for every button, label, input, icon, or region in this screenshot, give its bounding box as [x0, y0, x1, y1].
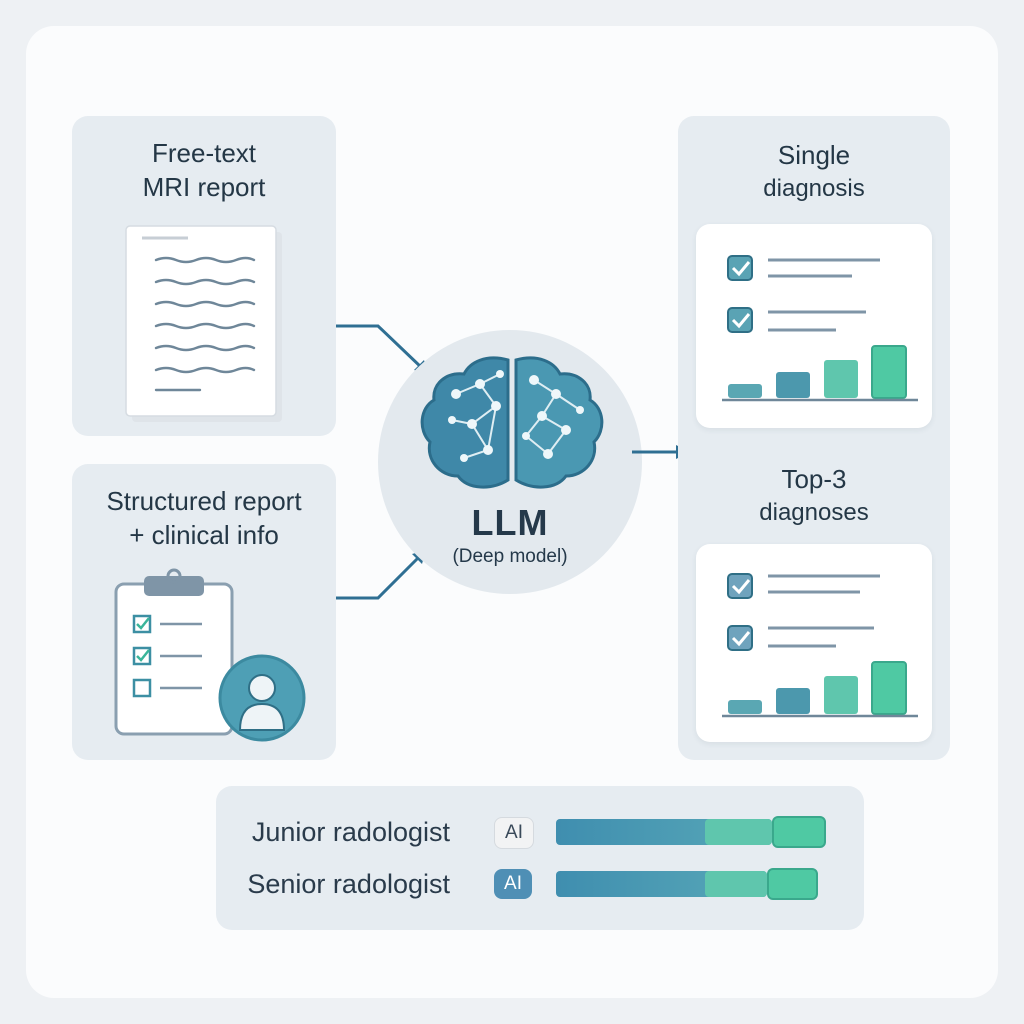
bar-chart-icon — [722, 345, 918, 402]
structured-report-title: Structured report + clinical info — [72, 484, 336, 552]
brain-network-icon — [420, 356, 604, 489]
top3-title-line1: Top-3 — [781, 464, 847, 494]
senior-comparison-bar — [556, 868, 826, 900]
checkbox-icon — [727, 255, 753, 281]
top3-diagnoses-title: Top-3 diagnoses — [678, 462, 950, 530]
top3-diagnoses-card — [696, 544, 932, 742]
top3-diagnoses-checklist — [727, 573, 880, 651]
structured-report-panel: Structured report + clinical info — [72, 464, 336, 760]
comparison-row-senior: Senior radologist AI — [216, 864, 864, 904]
free-text-report-panel: Free-text MRI report — [72, 116, 336, 436]
clipboard-icon — [114, 568, 234, 736]
llm-title: LLM — [471, 502, 549, 543]
checkbox-icon — [727, 625, 753, 651]
llm-subtitle: (Deep model) — [452, 546, 568, 567]
checklist — [132, 614, 202, 698]
bar-segment-mid — [704, 871, 767, 897]
structured-title-line1: Structured report — [106, 486, 302, 516]
free-text-title-line2: MRI report — [142, 172, 266, 202]
junior-comparison-bar — [556, 816, 826, 848]
comparison-row-junior: Junior radologist AI — [216, 812, 864, 852]
single-diagnosis-card — [696, 224, 932, 428]
senior-radiologist-label: Senior radologist — [247, 869, 450, 899]
checkbox-icon — [727, 573, 753, 599]
top3-title-line2: diagnoses — [759, 499, 869, 526]
bar-chart-icon — [722, 661, 918, 718]
bar-segment-end — [772, 816, 826, 848]
user-avatar-icon — [218, 654, 306, 742]
ai-badge-icon: AI — [494, 817, 534, 849]
single-title-line2: diagnosis — [763, 175, 865, 202]
free-text-title-line1: Free-text — [151, 138, 257, 168]
checkbox-icon — [727, 307, 753, 333]
outputs-panel: Single diagnosis Top-3 diagn — [678, 116, 950, 760]
llm-node — [378, 330, 642, 594]
single-diagnosis-title: Single diagnosis — [678, 138, 950, 206]
junior-radiologist-label: Junior radologist — [251, 817, 450, 847]
single-title-line1: Single — [777, 140, 851, 170]
free-text-report-title: Free-text MRI report — [72, 136, 336, 204]
bar-segment-end — [766, 868, 818, 900]
radiologist-comparison-panel: Junior radologist AI Senior radologist A… — [216, 786, 864, 930]
bar-segment-mid — [704, 819, 772, 845]
document-icon — [125, 225, 282, 422]
ai-badge-icon: AI — [494, 869, 532, 899]
structured-title-line2: + clinical info — [129, 520, 279, 550]
single-diagnosis-checklist — [727, 255, 880, 333]
